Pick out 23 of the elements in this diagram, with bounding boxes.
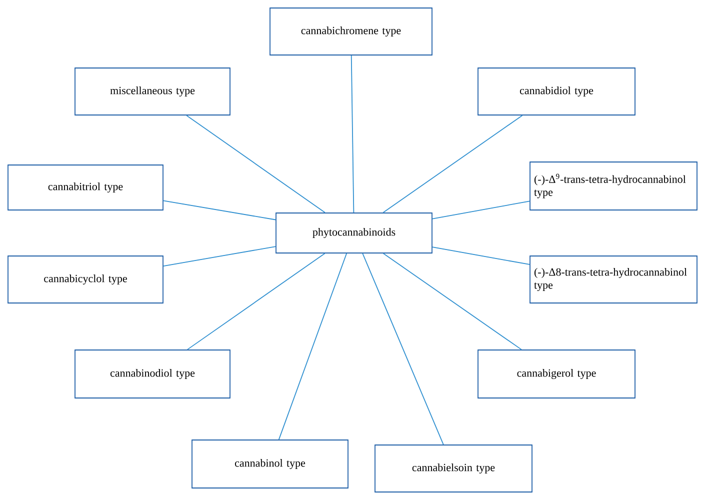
type-box: phytocannabinoids — [276, 212, 432, 254]
connector-line — [382, 253, 522, 350]
connector-line — [362, 253, 444, 445]
type-box: cannabinol type — [192, 440, 348, 488]
type-box: cannabinodiol type — [74, 350, 230, 398]
connector-line — [186, 253, 326, 350]
connector-line — [382, 115, 523, 213]
type-box: miscellaneous type — [74, 68, 230, 116]
type-box: cannabitriol type — [8, 164, 164, 210]
type-box: cannabicyclol type — [8, 256, 164, 304]
type-box: cannabigerol type — [478, 350, 636, 398]
connector-line — [186, 115, 326, 213]
connector-line — [163, 246, 276, 266]
type-box: cannabichromene type — [270, 8, 432, 56]
type-box: (-)-Δ$^{9}$-trans-tetra-hydrocannabinol type — [530, 162, 698, 210]
type-box: cannabielsoin type — [374, 444, 532, 492]
type-box: cannabidiol type — [478, 68, 636, 116]
connector-line — [432, 200, 530, 220]
connector-line — [350, 55, 354, 213]
connector-line — [432, 246, 530, 265]
connector-line — [163, 200, 276, 220]
connector-line — [278, 253, 348, 440]
type-box: (-)-Δ8-trans-tetra-hydrocannabinol type — [530, 256, 698, 304]
